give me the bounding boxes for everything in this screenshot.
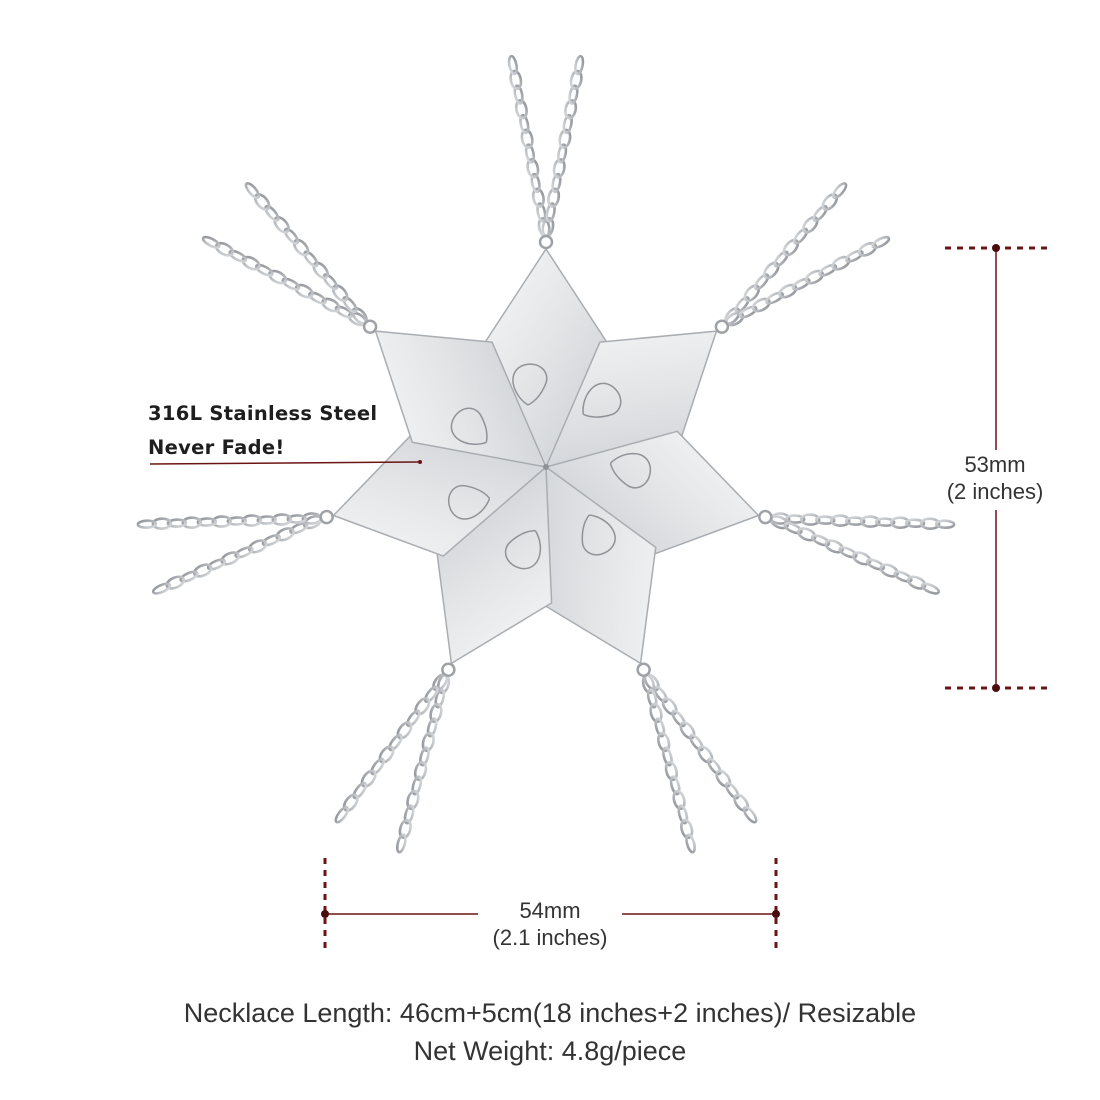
chain-strand bbox=[643, 673, 758, 824]
width-alt: (2.1 inches) bbox=[492, 925, 608, 950]
chain-strand bbox=[641, 673, 696, 854]
height-alt: (2 inches) bbox=[946, 479, 1044, 504]
puzzle-pendant bbox=[319, 234, 773, 677]
height-value: 53mm bbox=[964, 452, 1026, 477]
net-weight-spec: Net Weight: 4.8g/piece bbox=[413, 1036, 687, 1066]
chain-strand bbox=[334, 673, 449, 824]
material-callout-line bbox=[149, 460, 422, 465]
necklace-length-spec: Necklace Length: 46cm+5cm(18 inches+2 in… bbox=[183, 998, 917, 1028]
chain-strand bbox=[769, 515, 941, 595]
width-dimension-marker bbox=[321, 858, 780, 950]
width-dimension-label: 54mm (2.1 inches) bbox=[470, 897, 630, 951]
never-fade-label: Never Fade! bbox=[148, 436, 285, 459]
chain-strand bbox=[244, 182, 368, 325]
material-label: 316L Stainless Steel bbox=[148, 402, 378, 425]
chain-strand bbox=[396, 673, 451, 854]
necklace-chains bbox=[136, 54, 956, 854]
height-dimension-marker bbox=[945, 244, 1050, 692]
height-dimension-label: 53mm (2 inches) bbox=[930, 451, 1060, 505]
chain-strand bbox=[136, 512, 323, 531]
chain-strand bbox=[507, 54, 551, 238]
pendant-center bbox=[543, 464, 549, 470]
chain-strand bbox=[201, 235, 367, 327]
pendant-piece bbox=[362, 319, 547, 468]
chain-strand bbox=[725, 235, 891, 327]
chain-strand bbox=[541, 54, 585, 238]
width-value: 54mm bbox=[519, 898, 581, 923]
chain-strand bbox=[151, 515, 323, 595]
chain-strand bbox=[724, 182, 848, 325]
